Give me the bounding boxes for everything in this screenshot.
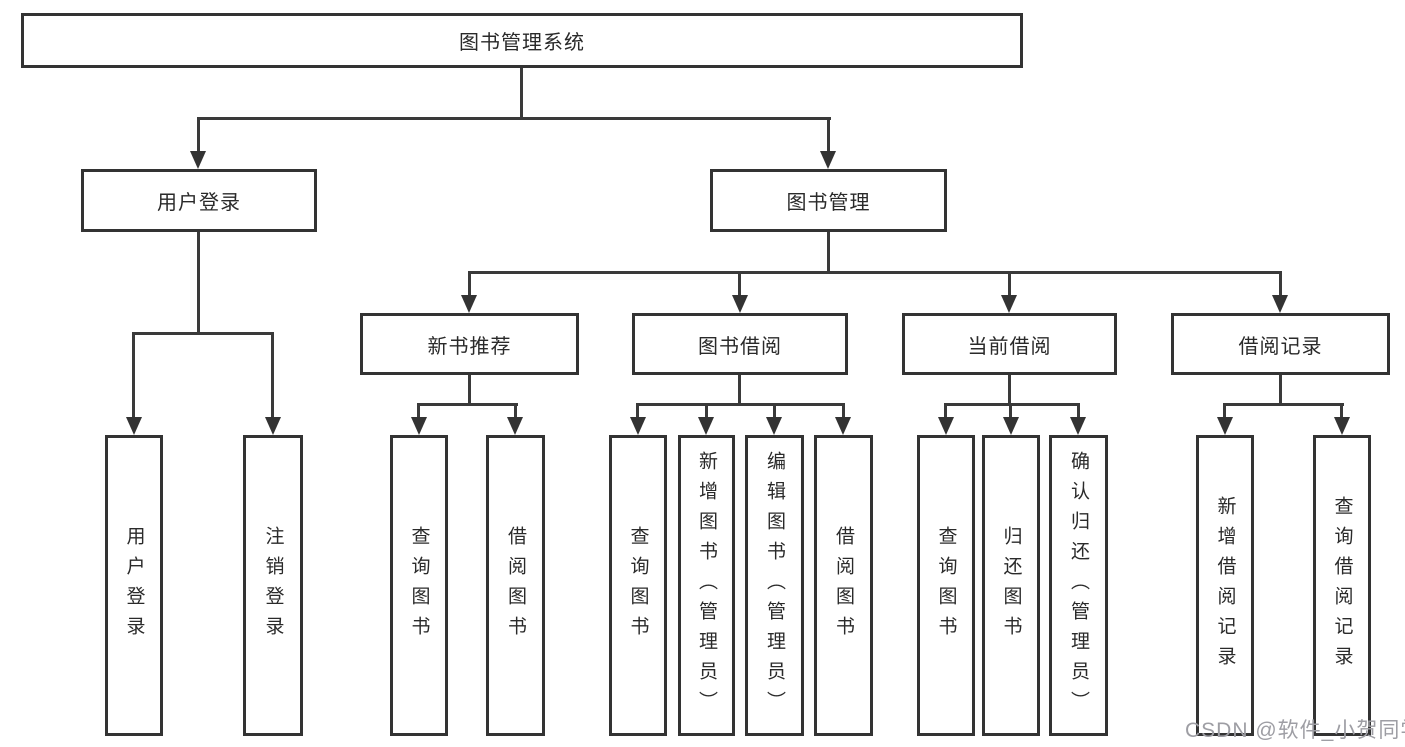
leaf-label: 确认归还（管理员） <box>1068 450 1089 721</box>
arrow-down-icon <box>1003 417 1019 435</box>
node-current-borrow: 当前借阅 <box>902 313 1117 375</box>
connector-line <box>132 332 135 420</box>
leaf-query-book: 查询图书 <box>917 435 975 736</box>
leaf-label: 归还图书 <box>1000 525 1022 646</box>
leaf-label: 查询图书 <box>935 525 957 646</box>
arrow-down-icon <box>1217 417 1233 435</box>
connector-line <box>197 232 200 333</box>
arrow-down-icon <box>1001 295 1017 313</box>
connector-line <box>468 271 471 298</box>
leaf-logout: 注销登录 <box>243 435 303 736</box>
connector-line <box>636 403 845 406</box>
leaf-add-book-admin: 新增图书（管理员） <box>678 435 735 736</box>
arrow-down-icon <box>507 417 523 435</box>
leaf-label: 查询图书 <box>627 525 649 646</box>
connector-line <box>842 403 845 419</box>
arrow-down-icon <box>461 295 477 313</box>
csdn-watermark: CSDN @软件_小贺同学 <box>1185 719 1405 742</box>
connector-line <box>1223 403 1226 419</box>
connector-line <box>827 117 830 155</box>
connector-line <box>514 403 517 419</box>
node-book-borrow: 图书借阅 <box>632 313 848 375</box>
arrow-down-icon <box>411 417 427 435</box>
arrow-down-icon <box>835 417 851 435</box>
connector-line <box>944 403 1080 406</box>
connector-line <box>271 332 274 420</box>
node-new-book-recommend: 新书推荐 <box>360 313 579 375</box>
arrow-down-icon <box>190 151 206 169</box>
connector-line <box>1009 403 1012 419</box>
connector-line <box>1340 403 1343 419</box>
leaf-add-borrow-record: 新增借阅记录 <box>1196 435 1254 736</box>
connector-line <box>417 403 420 419</box>
arrow-down-icon <box>766 417 782 435</box>
leaf-query-book: 查询图书 <box>609 435 667 736</box>
connector-line <box>944 403 947 419</box>
connector-line <box>1008 375 1011 406</box>
leaf-query-borrow-record: 查询借阅记录 <box>1313 435 1371 736</box>
arrow-down-icon <box>820 151 836 169</box>
leaf-borrow-book: 借阅图书 <box>814 435 873 736</box>
arrow-down-icon <box>265 417 281 435</box>
leaf-edit-book-admin: 编辑图书（管理员） <box>745 435 804 736</box>
connector-line <box>1008 271 1011 298</box>
node-user-login: 用户登录 <box>81 169 317 232</box>
arrow-down-icon <box>1070 417 1086 435</box>
connector-line <box>636 403 639 419</box>
arrow-down-icon <box>126 417 142 435</box>
arrow-down-icon <box>1272 295 1288 313</box>
connector-line <box>132 332 274 335</box>
connector-line <box>1279 271 1282 298</box>
leaf-label: 新增图书（管理员） <box>696 450 717 721</box>
leaf-borrow-book: 借阅图书 <box>486 435 545 736</box>
leaf-return-book: 归还图书 <box>982 435 1040 736</box>
node-book-management: 图书管理 <box>710 169 947 232</box>
connector-line <box>1223 403 1344 406</box>
leaf-user-login: 用户登录 <box>105 435 163 736</box>
leaf-label: 查询借阅记录 <box>1331 495 1353 676</box>
node-borrow-record: 借阅记录 <box>1171 313 1390 375</box>
connector-line <box>773 403 776 419</box>
leaf-label: 用户登录 <box>123 525 145 646</box>
arrow-down-icon <box>732 295 748 313</box>
connector-line <box>197 117 831 120</box>
connector-line <box>827 232 830 273</box>
leaf-label: 注销登录 <box>262 525 284 646</box>
connector-line <box>468 271 1282 274</box>
leaf-label: 编辑图书（管理员） <box>764 450 785 721</box>
connector-line <box>417 403 518 406</box>
leaf-label: 新增借阅记录 <box>1214 495 1236 676</box>
connector-line <box>1077 403 1080 419</box>
arrow-down-icon <box>698 417 714 435</box>
arrow-down-icon <box>630 417 646 435</box>
leaf-label: 查询图书 <box>408 525 430 646</box>
arrow-down-icon <box>938 417 954 435</box>
connector-line <box>197 117 200 155</box>
leaf-label: 借阅图书 <box>833 525 854 646</box>
connector-line <box>1279 375 1282 406</box>
connector-line <box>520 68 523 118</box>
connector-line <box>468 375 471 406</box>
leaf-label: 借阅图书 <box>505 525 526 646</box>
connector-line <box>738 375 741 406</box>
arrow-down-icon <box>1334 417 1350 435</box>
leaf-confirm-return-admin: 确认归还（管理员） <box>1049 435 1108 736</box>
node-root: 图书管理系统 <box>21 13 1023 68</box>
connector-line <box>738 271 741 298</box>
leaf-query-book: 查询图书 <box>390 435 448 736</box>
connector-line <box>705 403 708 419</box>
